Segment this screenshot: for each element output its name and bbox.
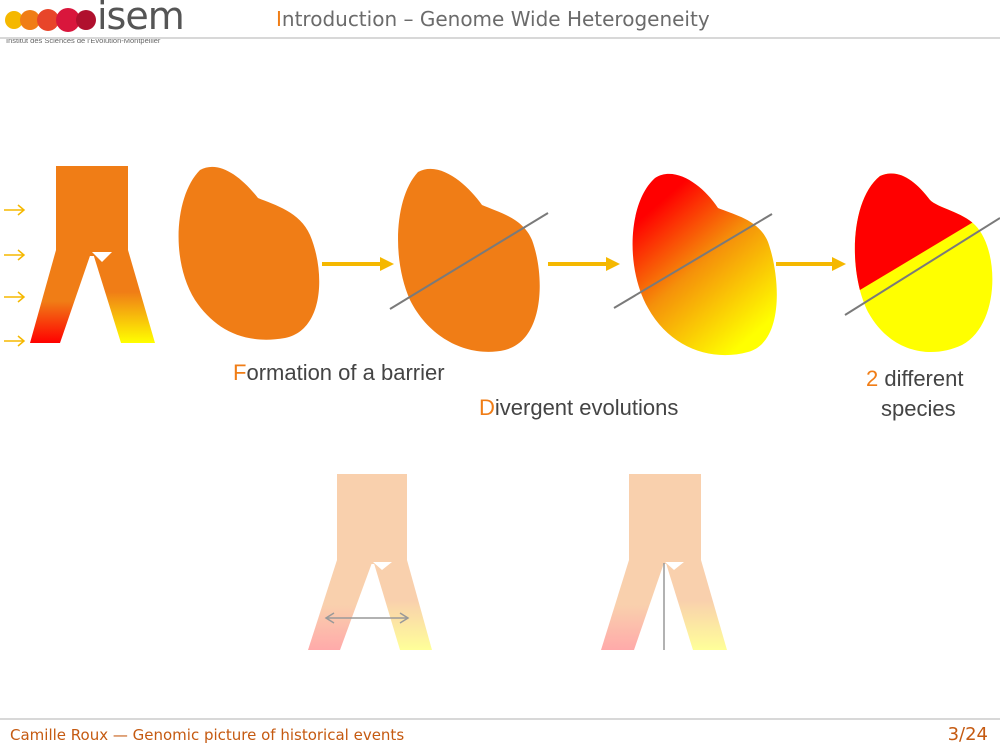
arrow-1 — [322, 257, 394, 271]
label-divergent-evolutions: Divergent evolutions — [479, 395, 679, 420]
barrier-line-1 — [389, 212, 549, 310]
page-number: 3 — [947, 724, 960, 745]
logo-text: isem — [97, 0, 185, 38]
input-arrows — [4, 204, 26, 347]
logo-icon — [5, 8, 96, 32]
header-divider — [0, 37, 1000, 39]
page-counter: 3/24 — [948, 724, 988, 745]
title-rest: ntroduction – Genome Wide Heterogeneity — [281, 7, 710, 31]
footer-author-title: Camille Roux — Genomic picture of histor… — [10, 726, 405, 744]
barrier-line-2 — [613, 213, 773, 309]
gene-flow-arrow — [324, 612, 410, 624]
label-two-species-line1: 2 different — [866, 366, 964, 391]
page-total: /24 — [959, 724, 988, 745]
two-species — [854, 173, 993, 353]
arrow-3 — [776, 257, 846, 271]
title-first-letter: I — [276, 7, 282, 31]
label-two-species-line2: species — [881, 396, 956, 421]
logo-subtitle: Institut des Sciences de l'Evolution-Mon… — [6, 36, 161, 45]
footer-divider — [0, 718, 1000, 720]
isem-logo: isem Institut des Sciences de l'Evolutio… — [2, 0, 202, 46]
divergence-tree — [30, 166, 155, 343]
ancestral-population — [178, 166, 320, 340]
header: isem Institut des Sciences de l'Evolutio… — [0, 0, 1000, 46]
speciation-diagram — [4, 166, 1000, 650]
tree-without-gene-flow — [601, 474, 727, 650]
label-formation-barrier: Formation of a barrier — [233, 360, 445, 385]
slide-title: Introduction – Genome Wide Heterogeneity — [276, 7, 710, 31]
barrier-line-3 — [844, 217, 1000, 316]
tree-with-gene-flow — [308, 474, 432, 650]
arrow-2 — [548, 257, 620, 271]
diverging-population — [632, 173, 777, 356]
